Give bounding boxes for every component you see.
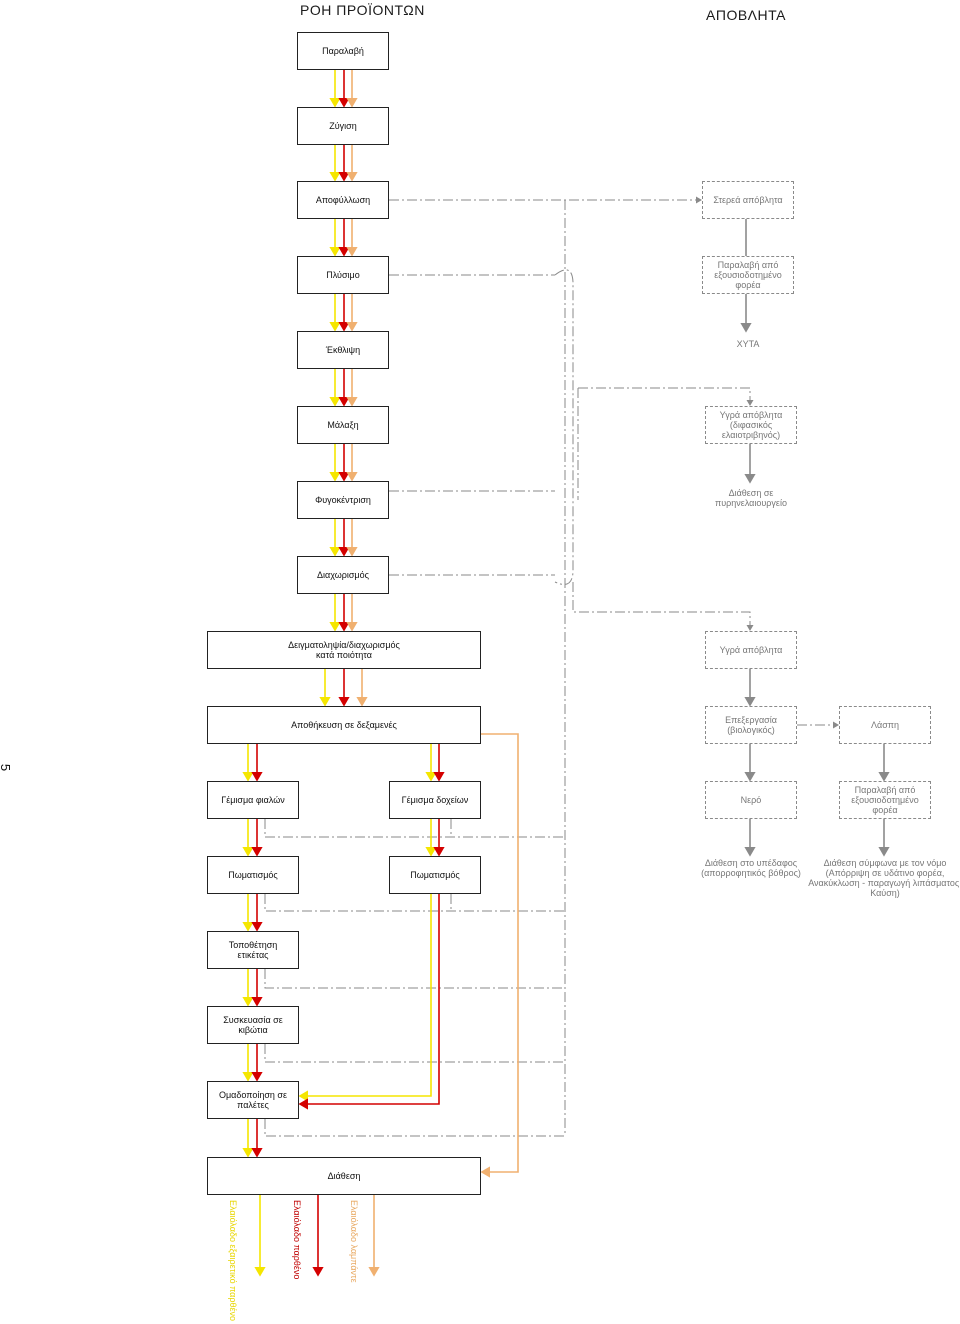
waste-line [554,269,574,585]
flow-arrow-yellow [298,894,432,1102]
box-weighing: Ζύγιση [297,107,389,145]
box-capping-containers: Πωματισμός [389,856,481,894]
box-capping-bottles: Πωματισμός [207,856,299,894]
waste-sludge-pickup: Παραλαβή από εξουσιοδοτημένο φορέα [839,781,931,819]
waste-line [264,969,565,989]
waste-landfill: ΧΥΤΑ [736,339,760,349]
box-tank-storage: Αποθήκευση σε δεξαμενές [207,706,481,744]
waste-solid: Στερεά απόβλητα [702,181,794,219]
waste-line [578,387,754,406]
legend-extra-virgin: Ελαιόλαδο εξαιρετικό παρθένο [228,1200,238,1321]
box-palletizing: Ομαδοποίηση σε παλέτες [207,1081,299,1119]
box-bottle-filling: Γέμισμα φιαλών [207,781,299,819]
box-distribution: Διάθεση [207,1157,481,1195]
box-crushing: Έκθλιψη [297,331,389,369]
box-separation: Διαχωρισμός [297,556,389,594]
box-labeling: Τοποθέτηση ετικέτας [207,931,299,969]
box-defoliation: Αποφύλλωση [297,181,389,219]
waste-line [264,819,565,838]
waste-solid-pickup: Παραλαβή από εξουσιοδοτημένο φορέα [702,256,794,294]
waste-sludge: Λάσπη [839,706,931,744]
legend-virgin: Ελαιόλαδο παρθένο [292,1200,302,1280]
box-centrifugation: Φυγοκέντριση [297,481,389,519]
waste-liquid: Υγρά απόβλητα [705,631,797,669]
waste-line [264,1044,565,1063]
waste-water: Νερό [705,781,797,819]
waste-legal-disposal: Διάθεση σύμφωνα με τον νόμο (Απόρριψη σε… [808,858,960,898]
box-washing: Πλύσιμο [297,256,389,294]
product-flow-arrows [242,70,519,1277]
box-reception: Παραλαβή [297,32,389,70]
flow-arrow-red [298,894,440,1110]
flow-arrow-orange [480,733,519,1178]
legend-lampante: Ελαιόλαδο λαμπάντε [349,1200,359,1283]
box-container-filling: Γέμισμα δοχείων [389,781,481,819]
waste-bio-treatment: Επεξεργασία (βιολογικός) [705,706,797,744]
page-number: 5 [0,764,13,771]
waste-line [264,894,565,912]
waste-pomace-disposal: Διάθεση σε πυρηνελαιουργείο [715,488,787,508]
box-sampling: Δειγματοληψία/διαχωρισμός κατά ποιότητα [207,631,481,669]
waste-ground-disposal: Διάθεση στο υπέδαφος (απορροφητικός βόθρ… [701,858,801,878]
flow-heading: ΡΟΗ ΠΡΟΪΟΝΤΩΝ [300,2,425,18]
waste-liquid-pomace: Υγρά απόβλητα (διφασικός ελαιοτριβηνός) [705,406,797,444]
box-boxing: Συσκευασία σε κιβώτια [207,1006,299,1044]
box-malaxing: Μάλαξη [297,406,389,444]
waste-line [264,1119,565,1137]
waste-line [572,582,754,631]
waste-heading: ΑΠΟΒΛΗΤΑ [706,7,786,23]
